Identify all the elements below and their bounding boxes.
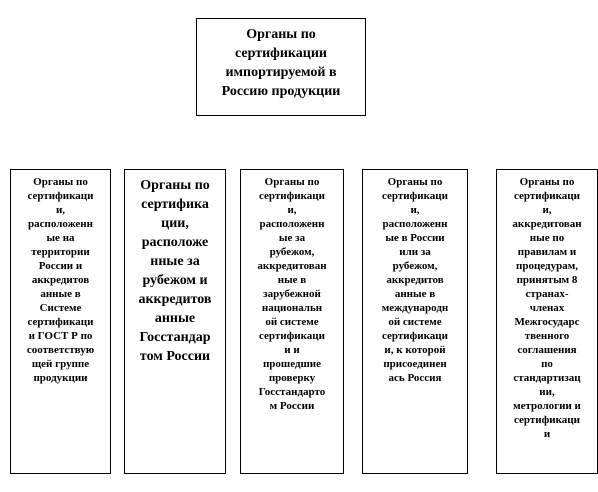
child-node-label: Органы по сертификаци и, расположенн ые … <box>381 176 449 384</box>
child-node-label: Органы по сертификаци и, расположенн ые … <box>26 176 95 384</box>
child-node-4: Органы по сертификаци и, расположенн ые … <box>362 169 468 474</box>
child-node-3: Органы по сертификаци и, расположенн ые … <box>240 169 344 474</box>
child-node-label: Органы по сертификаци и, расположенн ые … <box>257 176 327 412</box>
child-node-1: Органы по сертификаци и, расположенн ые … <box>10 169 111 474</box>
child-node-label: Органы по сертификаци и, аккредитован ны… <box>512 176 582 440</box>
child-node-5: Органы по сертификаци и, аккредитован ны… <box>496 169 598 474</box>
child-node-label: Органы по сертифика ции, расположе нные … <box>138 178 212 364</box>
child-node-2: Органы по сертифика ции, расположе нные … <box>124 169 226 474</box>
root-node: Органы по сертификации импортируемой в Р… <box>196 18 366 116</box>
root-node-label: Органы по сертификации импортируемой в Р… <box>221 27 341 99</box>
